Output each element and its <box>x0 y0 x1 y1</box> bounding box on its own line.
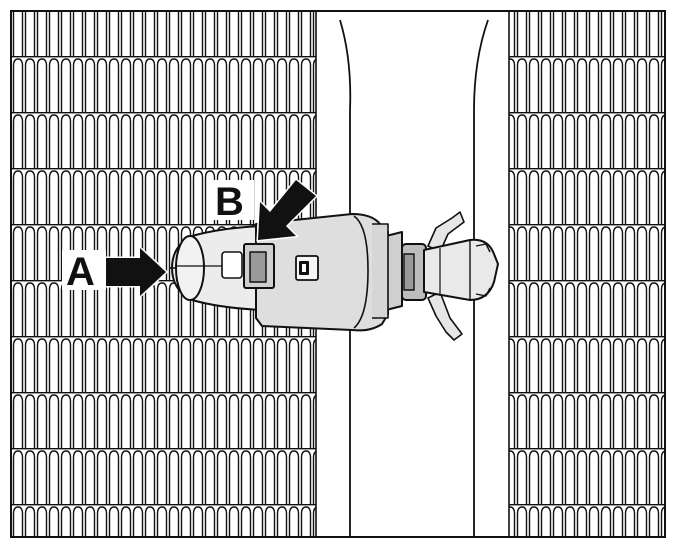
right-fin-panel <box>509 12 665 536</box>
channel-right-wall <box>473 19 489 536</box>
arrow-down-left-icon <box>256 177 319 242</box>
channel-left-wall <box>339 19 352 536</box>
label-a: A <box>66 250 95 294</box>
label-b-background <box>212 180 254 220</box>
spring-finger-bottom <box>427 291 463 341</box>
label-b: B <box>215 180 244 224</box>
label-a-background <box>62 250 106 290</box>
arrow-right-icon <box>104 244 169 300</box>
connector-assembly <box>171 211 499 341</box>
connector-housing <box>255 213 389 332</box>
connector-nozzle <box>423 238 499 301</box>
